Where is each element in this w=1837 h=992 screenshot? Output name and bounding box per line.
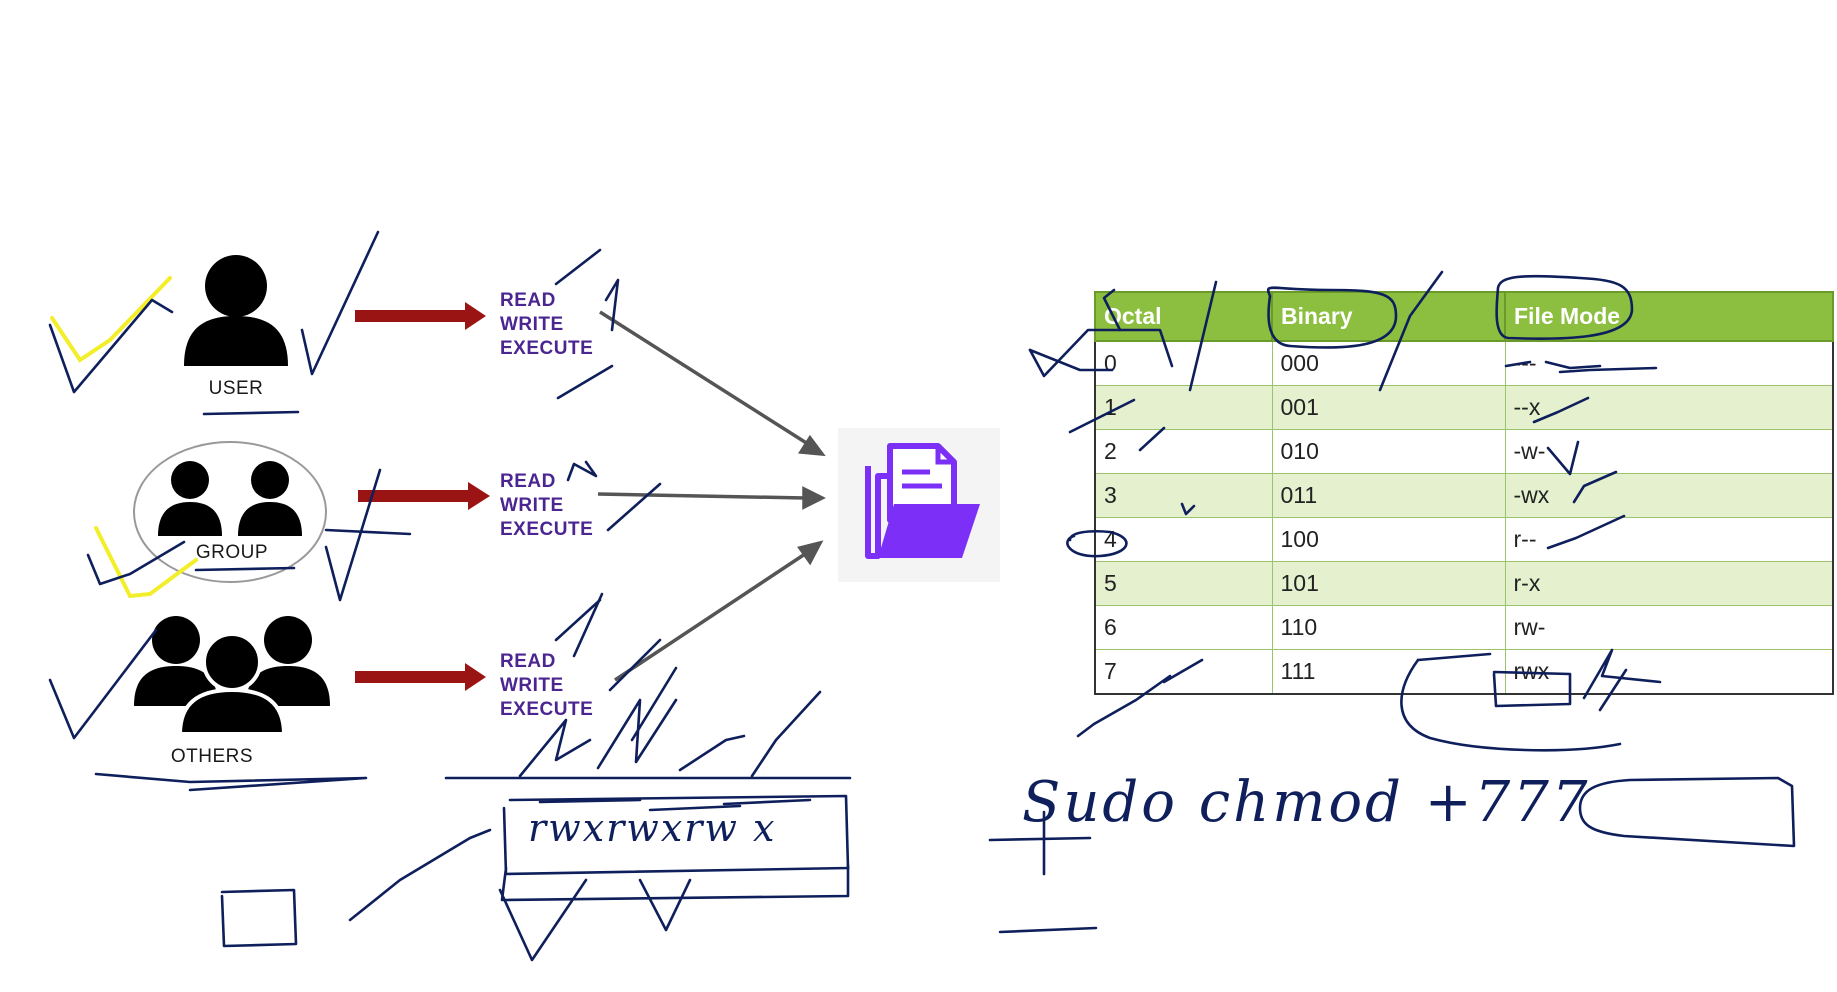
table-row: 2 010 -w- bbox=[1094, 429, 1834, 474]
group-permissions: READ WRITE EXECUTE bbox=[500, 470, 593, 542]
group-to-folder-arrow bbox=[597, 492, 806, 500]
binary-cell: 100 bbox=[1271, 517, 1506, 562]
user-to-folder-arrow bbox=[599, 310, 809, 446]
user-icon bbox=[184, 255, 288, 366]
file-mode-cell: -wx bbox=[1504, 473, 1834, 518]
others-permissions: READ WRITE EXECUTE bbox=[500, 650, 593, 722]
execute-label: EXECUTE bbox=[500, 338, 594, 359]
execute-label: EXECUTE bbox=[500, 519, 594, 540]
octal-cell: 7 bbox=[1094, 649, 1273, 695]
others-label: OTHERS bbox=[170, 746, 254, 767]
file-mode-cell: --x bbox=[1504, 385, 1834, 430]
file-mode-cell: r-- bbox=[1504, 517, 1834, 562]
file-mode-cell: --- bbox=[1504, 340, 1834, 386]
binary-cell: 110 bbox=[1271, 605, 1506, 650]
octal-cell: 5 bbox=[1094, 561, 1273, 606]
file-mode-cell: -w- bbox=[1504, 429, 1834, 474]
file-mode-cell: rw- bbox=[1504, 605, 1834, 650]
read-label: READ bbox=[500, 471, 556, 492]
handwritten-permission-string: rwxrwxrw x bbox=[528, 806, 777, 850]
user-permissions: READ WRITE EXECUTE bbox=[500, 289, 593, 361]
folder-file-icon bbox=[865, 443, 980, 559]
binary-cell: 001 bbox=[1271, 385, 1506, 430]
header-file-mode: File Mode bbox=[1504, 291, 1834, 342]
octal-cell: 2 bbox=[1094, 429, 1273, 474]
group-icon bbox=[158, 461, 302, 536]
table-row: 3 011 -wx bbox=[1094, 473, 1834, 518]
octal-cell: 3 bbox=[1094, 473, 1273, 518]
read-label: READ bbox=[500, 651, 556, 672]
read-label: READ bbox=[500, 290, 556, 311]
header-binary: Binary bbox=[1271, 291, 1506, 342]
table-row: 7 111 rwx bbox=[1094, 649, 1834, 695]
group-red-arrow bbox=[358, 490, 470, 502]
write-label: WRITE bbox=[500, 314, 564, 335]
write-label: WRITE bbox=[500, 495, 564, 516]
others-entity: OTHERS bbox=[132, 610, 332, 770]
group-label: GROUP bbox=[195, 542, 269, 563]
octal-cell: 0 bbox=[1094, 340, 1273, 386]
user-entity: USER bbox=[176, 250, 296, 420]
table-row: 6 110 rw- bbox=[1094, 605, 1834, 650]
octal-cell: 1 bbox=[1094, 385, 1273, 430]
binary-cell: 010 bbox=[1271, 429, 1506, 474]
file-mode-cell: r-x bbox=[1504, 561, 1834, 606]
octal-cell: 4 bbox=[1094, 517, 1273, 562]
octal-cell: 6 bbox=[1094, 605, 1273, 650]
binary-cell: 101 bbox=[1271, 561, 1506, 606]
file-mode-cell: rwx bbox=[1504, 649, 1834, 695]
others-red-arrow bbox=[355, 671, 467, 683]
user-label: USER bbox=[208, 378, 264, 399]
others-to-folder-arrow bbox=[614, 552, 806, 682]
handwritten-command: Sudo chmod +777 bbox=[1022, 770, 1591, 835]
binary-cell: 000 bbox=[1271, 340, 1506, 386]
binary-cell: 111 bbox=[1271, 649, 1506, 695]
header-octal: Octal bbox=[1094, 291, 1273, 342]
table-row: 1 001 --x bbox=[1094, 385, 1834, 430]
table-row: 0 000 --- bbox=[1094, 340, 1834, 386]
others-icon bbox=[134, 616, 330, 735]
table-row: 4 100 r-- bbox=[1094, 517, 1834, 562]
execute-label: EXECUTE bbox=[500, 699, 594, 720]
octal-permission-table: Octal Binary File Mode 0 000 --- 1 001 -… bbox=[1094, 291, 1834, 695]
folder-tile bbox=[838, 428, 1000, 582]
user-red-arrow bbox=[355, 310, 467, 322]
table-row: 5 101 r-x bbox=[1094, 561, 1834, 606]
write-label: WRITE bbox=[500, 675, 564, 696]
binary-cell: 011 bbox=[1271, 473, 1506, 518]
